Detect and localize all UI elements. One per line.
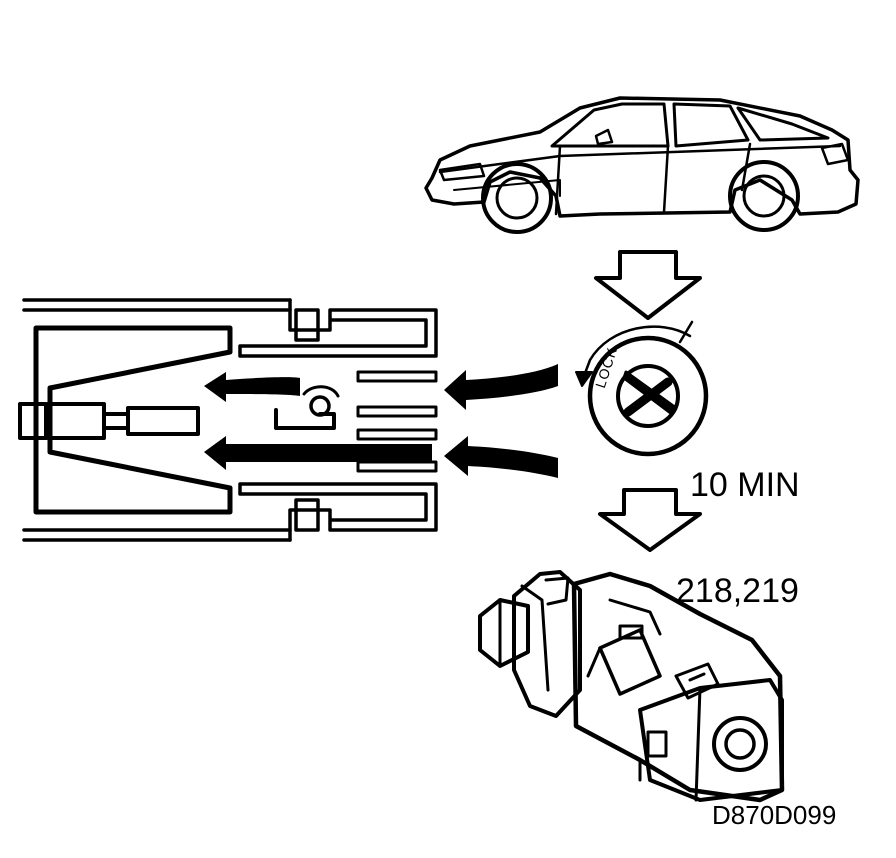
- rotation-arrow-icon: [582, 325, 692, 378]
- figure-code-label: D870D099: [712, 800, 837, 830]
- connector-part-illustration: [478, 570, 785, 803]
- car-illustration: [424, 96, 860, 234]
- down-arrow-1: [594, 250, 702, 320]
- arrow-upper-left-icon: [204, 372, 300, 402]
- time-label: 10 MIN: [690, 466, 800, 504]
- connector-schematic: [18, 298, 438, 542]
- part-numbers-label: 218,219: [676, 572, 799, 610]
- arrow-lower-left-icon: [204, 436, 432, 470]
- arrow-upper-right-icon: [444, 364, 558, 410]
- curved-arrows: [204, 364, 558, 478]
- arrow-lower-right-icon: [444, 436, 558, 478]
- ignition-lock: [575, 320, 709, 457]
- down-arrow-2: [598, 488, 702, 552]
